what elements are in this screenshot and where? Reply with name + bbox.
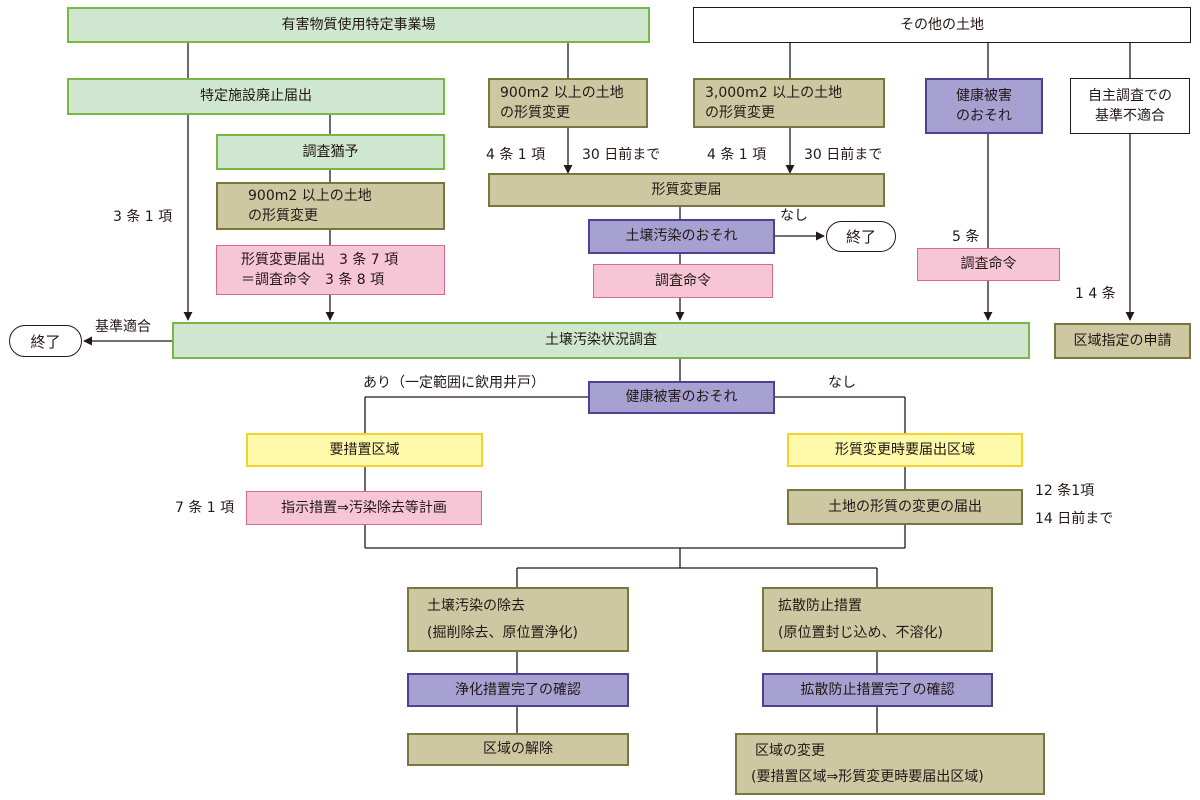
zone-notify-box: 形質変更時要届出区域 (787, 433, 1023, 467)
label-art4-1-a: 4 条 1 項 (486, 147, 546, 163)
change-notice-order-box: 形質変更届出 3 条 7 項 ＝調査命令 3 条 8 項 (216, 245, 445, 295)
label-art7-1: 7 条 1 項 (175, 500, 235, 516)
land-3000-line2: の形質変更 (705, 105, 775, 121)
label-none-1: なし (780, 208, 808, 224)
pink-line1: 形質変更届出 3 条 7 項 (241, 251, 399, 268)
spread-line2: (原位置封じ込め、不溶化) (778, 624, 943, 641)
health-risk-box-2: 健康被害のおそれ (588, 381, 775, 414)
land-3000-change-box: 3,000m2 以上の土地 の形質変更 (693, 78, 885, 128)
removal-box: 土壌汚染の除去 (掘削除去、原位置浄化) (407, 587, 629, 652)
zone-required-box: 要措置区域 (246, 433, 483, 467)
label-standard-met: 基準適合 (95, 319, 151, 335)
zone-change-box: 区域の変更 (要措置区域⇒形質変更時要届出区域) (735, 733, 1045, 795)
land-change-notice-box: 土地の形質の変更の届出 (787, 489, 1023, 525)
contamination-risk-box: 土壌汚染のおそれ (588, 219, 775, 254)
directive-box: 指示措置⇒汚染除去等計画 (246, 491, 482, 525)
spread-prevention-box: 拡散防止措置 (原位置封じ込め、不溶化) (762, 587, 993, 652)
land-900-2-line2: の形質変更 (248, 208, 318, 224)
land-900-line1: 900m2 以上の土地 (500, 84, 624, 101)
zone-release-box: 区域の解除 (407, 733, 629, 766)
land-900-line2: の形質変更 (500, 105, 570, 121)
land-3000-line1: 3,000m2 以上の土地 (705, 84, 843, 101)
soil-survey-box: 土壌汚染状況調査 (172, 322, 1030, 359)
end-pill-left: 終了 (9, 325, 82, 357)
facility-box: 有害物質使用特定事業場 (67, 7, 650, 43)
land-900-change-box: 900m2 以上の土地 の形質変更 (488, 78, 648, 128)
health-damage-box: 健康被害 のおそれ (925, 78, 1043, 134)
label-art14: 1 4 条 (1075, 286, 1116, 302)
removal-line1: 土壌汚染の除去 (427, 598, 525, 615)
zone-change-line2: (要措置区域⇒形質変更時要届出区域) (751, 769, 984, 785)
health-line2: のおそれ (956, 108, 1012, 124)
label-art5: 5 条 (952, 229, 980, 245)
label-art3-1: 3 条 1 項 (113, 209, 173, 225)
cleanup-confirm-box: 浄化措置完了の確認 (407, 673, 629, 707)
label-none-2: なし (828, 375, 856, 391)
label-art12-1: 12 条1項 (1035, 483, 1095, 499)
removal-line2: (掘削除去、原位置浄化) (427, 624, 578, 641)
zone-change-line1: 区域の変更 (755, 742, 825, 759)
spread-confirm-box: 拡散防止措置完了の確認 (762, 673, 993, 707)
survey-order-right-box: 調査命令 (917, 248, 1060, 281)
land-900-change-box-2: 900m2 以上の土地 の形質変更 (216, 182, 445, 230)
label-14days: 14 日前まで (1035, 511, 1114, 527)
label-30days-a: 30 日前まで (582, 147, 661, 163)
end-pill-right: 終了 (826, 221, 896, 252)
label-art4-1-b: 4 条 1 項 (707, 147, 767, 163)
self-survey-box: 自主調査での 基準不適合 (1070, 78, 1190, 134)
health-line1: 健康被害 (956, 87, 1012, 104)
land-900-2-line1: 900m2 以上の土地 (248, 187, 372, 204)
label-30days-b: 30 日前まで (804, 147, 883, 163)
closure-notice-box: 特定施設廃止届出 (67, 78, 445, 115)
survey-postpone-box: 調査猶予 (216, 134, 445, 170)
pink-line2: ＝調査命令 3 条 8 項 (241, 272, 385, 288)
self-survey-line1: 自主調査での (1088, 87, 1172, 104)
self-survey-line2: 基準不適合 (1095, 108, 1165, 124)
spread-line1: 拡散防止措置 (778, 598, 862, 615)
other-land-box: その他の土地 (693, 7, 1191, 43)
label-yes-well: あり（一定範囲に飲用井戸） (363, 375, 545, 391)
survey-order-mid-box: 調査命令 (593, 264, 773, 298)
change-notice-box: 形質変更届 (488, 173, 885, 207)
zone-application-box: 区域指定の申請 (1054, 323, 1191, 359)
